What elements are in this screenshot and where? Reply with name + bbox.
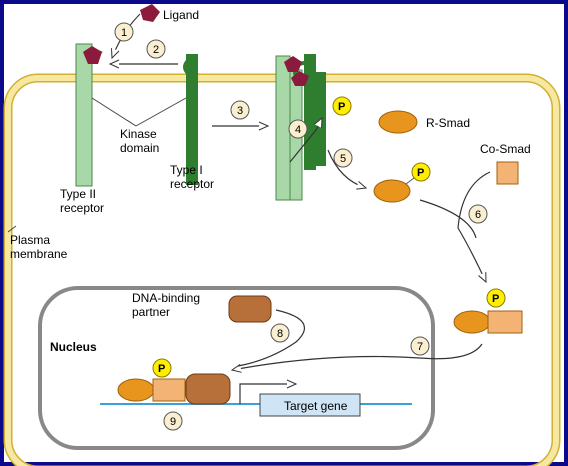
plasma-membrane-label-line2: membrane [10, 247, 68, 261]
step-8-label: 8 [277, 328, 283, 340]
ligand-icon [140, 4, 160, 22]
phosphate-link-2 [405, 177, 415, 185]
phosphate-icon-4 [152, 358, 172, 378]
nucleus-label: Nucleus [50, 340, 97, 354]
target-gene-label: Target gene [284, 399, 348, 413]
bound-ligand-icon [83, 46, 102, 64]
co-smad-icon [496, 161, 519, 185]
step-7-badge [410, 336, 430, 356]
step-4-badge [288, 119, 308, 139]
phosphate-label-4: P [158, 363, 165, 375]
active-ligand-1-icon [284, 56, 302, 72]
dna-binding-partner-icon [228, 295, 272, 323]
plasma-membrane-pointer [7, 225, 17, 233]
step-3-label: 3 [237, 105, 243, 117]
step-5-label: 5 [340, 153, 346, 165]
active-ligand-2-icon [291, 71, 309, 86]
smad-complex-r-smad-icon [453, 310, 491, 334]
step-2-badge [146, 39, 166, 59]
kinase-pointer-left [91, 97, 137, 127]
kinase-domain-label-line1: Kinase [120, 127, 157, 141]
arrow-step-8 [237, 309, 306, 367]
co-smad-label: Co-Smad [480, 142, 531, 156]
r-smad-icon [378, 110, 418, 134]
dna-partner-label-line2: partner [132, 305, 170, 319]
type-ii-label-line1: Type II [60, 187, 96, 201]
step-1-label: 1 [121, 27, 127, 39]
transcription-start-arrow [239, 379, 298, 404]
dna-partner-label-line1: DNA-binding [132, 291, 200, 305]
step-8-badge [270, 323, 290, 343]
arrow-step-7 [230, 343, 483, 373]
ligand-label: Ligand [163, 8, 199, 22]
phosphate-icon-3 [486, 288, 506, 308]
kinase-domain-label-line2: domain [120, 141, 159, 155]
plasma-membrane-label-line1: Plasma [10, 233, 50, 247]
smad-complex-co-smad-icon [487, 310, 523, 334]
phospho-r-smad-icon [373, 179, 411, 203]
arrow-step-6-merge [419, 199, 477, 239]
nuclear-dna-partner-icon [185, 373, 231, 405]
type-i-receptor [183, 54, 198, 185]
arrow-step-4 [289, 116, 323, 163]
type-ii-receptor [75, 43, 93, 187]
step-2-label: 2 [153, 44, 159, 56]
active-type-ii-receptor-a [275, 55, 291, 201]
step-9-badge [163, 411, 183, 431]
phosphate-label-1: P [338, 101, 345, 113]
step-7-label: 7 [417, 341, 423, 353]
step-9-label: 9 [170, 416, 176, 428]
r-smad-label: R-Smad [426, 116, 470, 130]
step-6-label: 6 [475, 209, 481, 221]
kinase-pointer-right [135, 97, 187, 127]
arrow-step-6 [457, 171, 491, 284]
nuclear-co-smad-icon [152, 378, 186, 402]
step-4-label: 4 [295, 124, 301, 136]
step-3-badge [230, 100, 250, 120]
type-i-label-line2: receptor [170, 177, 214, 191]
phosphate-label-3: P [492, 293, 499, 305]
arrow-step-5 [327, 149, 368, 190]
phosphate-icon-2 [411, 162, 431, 182]
nuclear-r-smad-icon [117, 378, 155, 402]
target-gene-box [259, 393, 361, 417]
phosphate-label-2: P [417, 167, 424, 179]
step-5-badge [333, 148, 353, 168]
step-6-badge [468, 204, 488, 224]
type-i-label-line1: Type I [170, 163, 203, 177]
step-1-badge [114, 22, 134, 42]
type-ii-label-line2: receptor [60, 201, 104, 215]
phosphate-icon-1 [332, 96, 352, 116]
